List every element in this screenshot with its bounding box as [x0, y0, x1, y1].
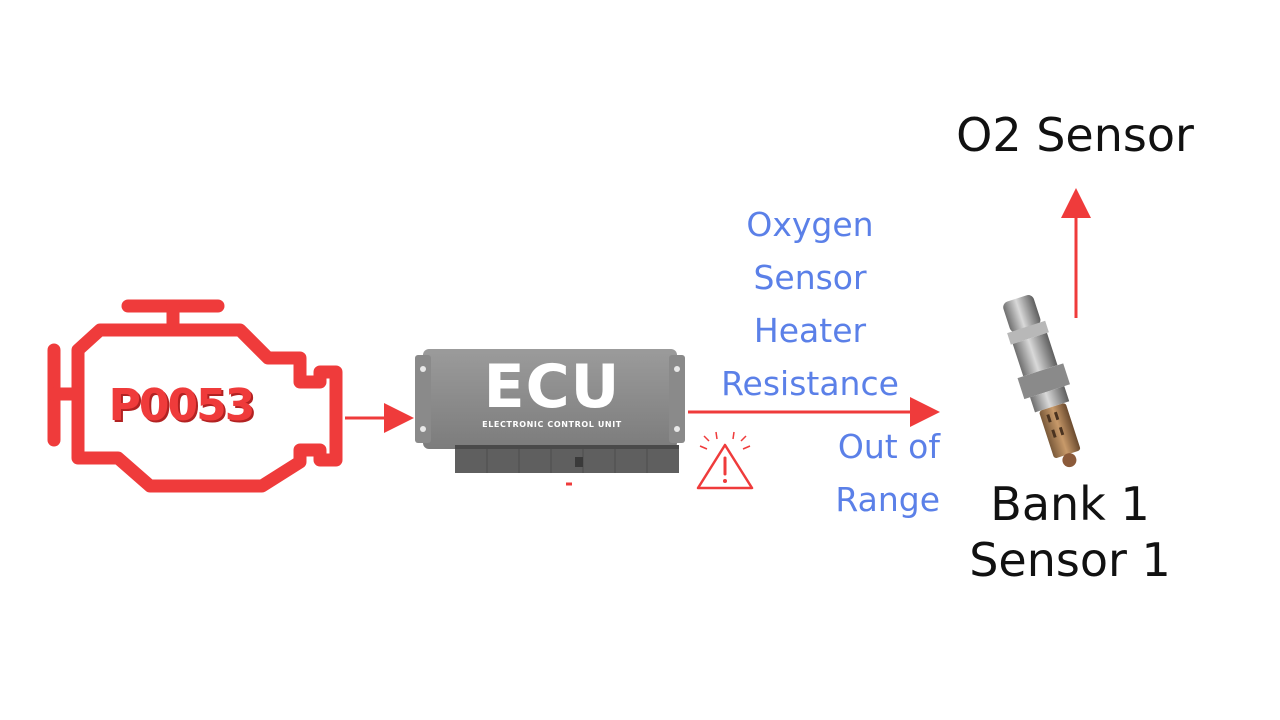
error-code: P0053 [108, 380, 256, 431]
location-line: Sensor 1 [969, 533, 1171, 587]
ecu-module-icon [415, 349, 685, 473]
check-engine-icon [47, 299, 343, 493]
ecu-title: ECU [483, 352, 621, 422]
location-line: Bank 1 [990, 477, 1150, 531]
signal-line: Heater [753, 311, 867, 350]
status-line: Range [835, 480, 940, 519]
sensor-location: Bank 1 Sensor 1 [920, 476, 1220, 588]
signal-status: Out of Range [770, 420, 940, 526]
status-line: Out of [837, 427, 940, 466]
oxygen-sensor-icon [1003, 295, 1081, 468]
ecu-subtitle: ELECTRONIC CONTROL UNIT [482, 420, 622, 429]
signal-description: Oxygen Sensor Heater Resistance [690, 198, 930, 410]
signal-line: Resistance [721, 364, 899, 403]
signal-line: Sensor [753, 258, 867, 297]
warning-triangle-icon [696, 431, 754, 490]
sensor-title: O2 Sensor [956, 108, 1194, 162]
signal-line: Oxygen [746, 205, 874, 244]
